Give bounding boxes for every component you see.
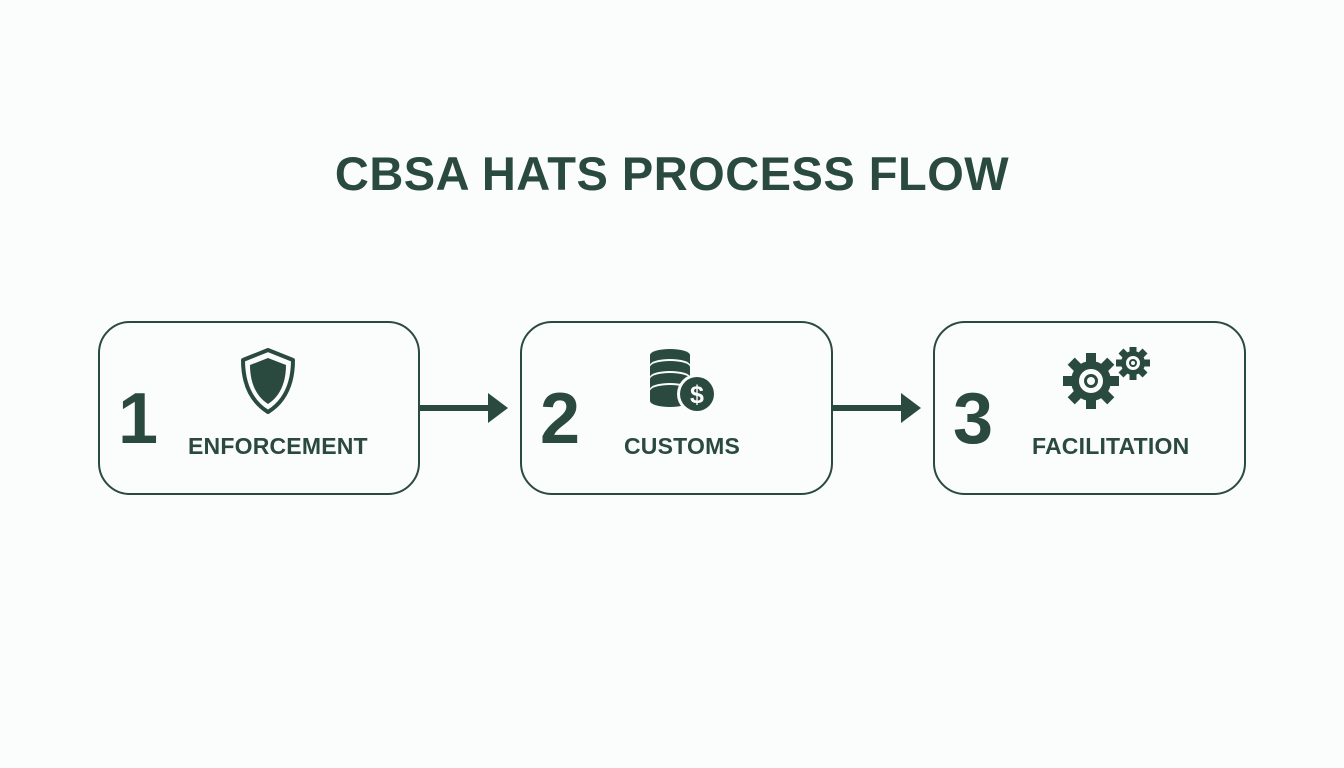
svg-text:$: $	[690, 381, 704, 409]
step-box-customs: 2 $ CUSTOMS	[520, 321, 833, 495]
gears-icon	[1061, 346, 1153, 416]
step-number: 1	[118, 379, 159, 459]
diagram-title: CBSA HATS PROCESS FLOW	[334, 147, 1010, 200]
step-label: FACILITATION	[1032, 433, 1190, 459]
step-box-enforcement: 1 ENFORCEMENT	[98, 321, 420, 495]
step-number: 2	[540, 379, 581, 459]
arrow-right-icon	[833, 390, 923, 431]
step-number: 3	[953, 379, 994, 459]
step-label: ENFORCEMENT	[188, 433, 368, 459]
shield-icon	[238, 347, 298, 420]
step-label: CUSTOMS	[624, 433, 740, 459]
arrow-right-icon	[420, 390, 510, 431]
step-box-facilitation: 3	[933, 321, 1246, 495]
coins-dollar-icon: $	[646, 347, 722, 422]
